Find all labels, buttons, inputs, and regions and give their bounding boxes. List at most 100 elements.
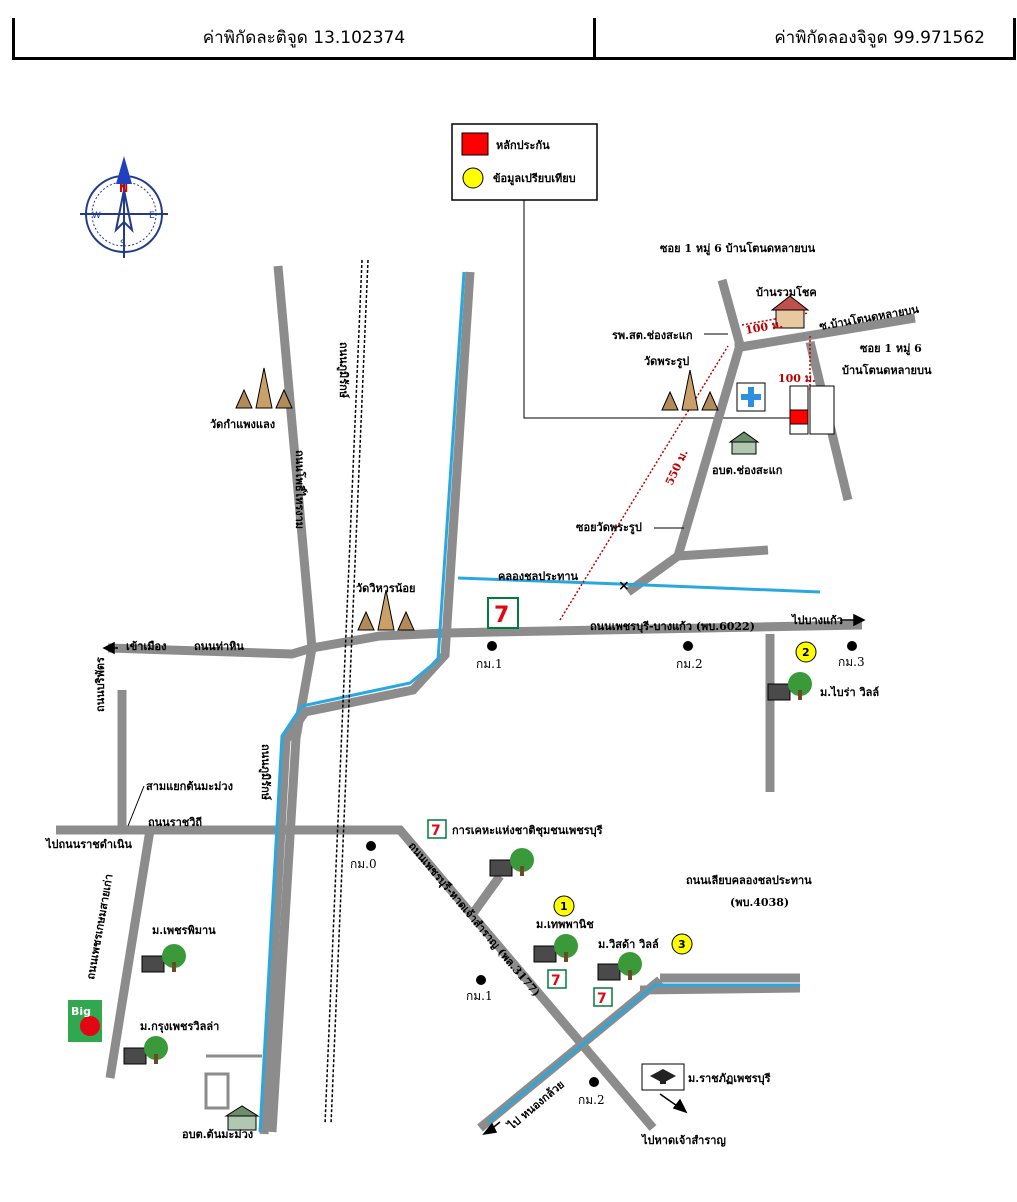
canals: [258, 271, 821, 1133]
label-km2-bottom: กม.2: [578, 1093, 605, 1107]
label-soi1-right-1: ซอย 1 หมู่ 6: [860, 342, 922, 356]
temple-icon-viharn: [357, 589, 415, 631]
distance-100-right: 100 ม.: [778, 372, 816, 385]
svg-text:7: 7: [551, 973, 561, 989]
label-road-pongphrai: ถนนโพธิ์ไทรงาม: [293, 450, 308, 529]
svg-text:7: 7: [494, 603, 509, 628]
marker-3: 3: [678, 938, 686, 951]
arrows: [102, 613, 866, 1136]
label-road-phetkasem: ถนนเพชรเกษมสายเก่า: [84, 873, 115, 981]
road-soi-east: [677, 545, 769, 561]
big-c-logo: Big: [68, 1000, 102, 1042]
road-canal-side-2: [639, 983, 801, 995]
label-wat-viharn-noi: วัดวิหารน้อย: [356, 582, 415, 595]
seven-eleven-icon-2: 7: [427, 819, 447, 839]
compass-e: E: [149, 211, 155, 221]
seven-eleven-icon-4: 7: [593, 987, 613, 1007]
legend-comparable-label: ข้อมูลเปรียบเทียบ: [493, 172, 576, 186]
label-to-ratchadamnoen: ไปถนนราชดำเนิน: [44, 837, 132, 851]
road-ratchawithi: [56, 825, 657, 1131]
comparable-markers: 2 1 3: [553, 641, 817, 955]
village-icon-visada: [597, 952, 642, 981]
village-icon-krungphet: [123, 1036, 168, 1065]
distance-550: 550 ม.: [663, 447, 691, 487]
label-wat-phra-roop: วัดพระรูป: [644, 355, 689, 369]
label-obt-chongsakae: อบต.ช่องสะแก: [712, 464, 783, 477]
temple-icon-phraroop: [661, 369, 719, 411]
label-road-borivat: ถนนบริพัตร: [94, 657, 107, 712]
svg-text:7: 7: [597, 991, 607, 1007]
label-road-canal-side-1: ถนนเลียบคลองชลประทาน: [686, 874, 812, 887]
government-building-icon-2: [224, 1105, 260, 1131]
village-icon-chumchon: [489, 848, 534, 877]
legend-leader-line: [523, 200, 790, 419]
road-phumirak: [259, 271, 475, 1135]
big-c-label: Big: [71, 1005, 91, 1018]
label-ratchaphat: ม.ราชภัฏเพชรบุรี: [688, 1072, 771, 1086]
government-building-icon: [728, 431, 760, 455]
label-soi-wat-phra-roop: ซอยวัดพระรูป: [576, 521, 642, 535]
road-soi1: [734, 313, 916, 353]
comparable-legend-swatch: [462, 167, 484, 189]
collateral-legend-swatch: [461, 132, 489, 156]
house-icon: [770, 295, 810, 329]
canal-crossing-mark: ⨯: [618, 578, 630, 594]
label-road-canal-side-2: (พบ.4038): [730, 896, 789, 909]
road-wat-phraroop: [625, 278, 745, 596]
compass-s: S: [120, 239, 126, 249]
distance-100-top: 100 ม.: [744, 318, 784, 337]
university-icon: [641, 1063, 685, 1091]
compass-icon: N S W E: [80, 156, 168, 258]
longitude-label: ค่าพิกัดลองจิจูด 99.971562: [774, 28, 985, 48]
seven-eleven-icon-1: 7: [487, 597, 519, 629]
label-to-hat-chao: ไปหาดเจ้าสำราญ: [640, 1133, 726, 1147]
label-km3-top: กม.3: [838, 655, 865, 669]
label-soi1-right-2: บ้านโตนดหลายบน: [842, 363, 932, 377]
svg-text:7: 7: [431, 823, 441, 839]
label-km1-bottom: กม.1: [466, 989, 493, 1003]
collateral-marker: [789, 385, 835, 435]
label-to-bangkaew: ไปบางแก้ว: [790, 613, 843, 627]
label-km1-top: กม.1: [476, 657, 503, 671]
village-icon-thepphanich: [533, 934, 578, 963]
legend-collateral-label: หลักประกัน: [496, 139, 550, 152]
label-road-ratchawithi: ถนนราชวิถี: [148, 816, 202, 829]
label-road-thahin: ถนนท่าหิน: [194, 640, 244, 653]
legend: หลักประกัน ข้อมูลเปรียบเทียบ: [451, 123, 598, 201]
label-hospital: รพ.สต.ช่องสะแก: [612, 329, 693, 342]
compass-w: W: [92, 211, 101, 221]
railway: [324, 259, 369, 1125]
label-soi1-top: ซอย 1 หมู่ 6 บ้านโตนดหลายบน: [660, 241, 816, 256]
road-side-branch: [470, 873, 504, 915]
label-to-city: เข้าเมือง: [126, 640, 166, 653]
marker-1: 1: [560, 900, 568, 913]
distance-lines: [559, 312, 811, 621]
label-road-main: ถนนเพชรบุรี-บางแก้ว (พบ.6022): [590, 620, 755, 634]
label-m-thepphanich: ม.เทพพานิช: [536, 918, 594, 931]
village-icon-biraa: [767, 672, 812, 701]
label-m-phetphiman: ม.เพชรพิมาน: [152, 924, 216, 937]
road-phetkasem: [105, 829, 155, 1079]
label-canal: คลองชลประทาน: [498, 570, 579, 583]
road-phongphrai: [267, 265, 317, 1133]
label-obt-tonmamuang: อบต.ต้นมะม่วง: [182, 1128, 253, 1141]
compass-n: N: [119, 182, 128, 195]
village-icon-phetphiman: [141, 944, 186, 973]
label-elec: การเคหะแห่งชาติชุมชนเพชรบุรี: [452, 824, 603, 838]
sam-yaek-leader: [127, 785, 145, 827]
label-km0: กม.0: [350, 857, 377, 871]
label-road-phumirak2: ถนนภูมิรักษ์: [258, 744, 272, 801]
label-wat-kampaeng: วัดกำแพงแลง: [210, 418, 275, 431]
temple-icon-kampaeng: [235, 367, 293, 409]
label-sam-yaek: สามแยกต้นมะม่วง: [146, 780, 233, 793]
obt-outline: [204, 1072, 230, 1110]
latitude-label: ค่าพิกัดละติจูด 13.102374: [15, 18, 596, 57]
label-m-visada: ม.วิสด้า วิลล์: [598, 938, 659, 951]
label-road-railway: ถนนภูมิรักษ์: [336, 342, 350, 399]
label-km2-top: กม.2: [676, 657, 703, 671]
seven-eleven-icon-3: 7: [547, 969, 567, 989]
marker-2: 2: [802, 646, 810, 659]
coordinate-bar: ค่าพิกัดละติจูด 13.102374 ค่าพิกัดลองจิจ…: [12, 18, 1016, 60]
hospital-icon: [736, 382, 766, 412]
